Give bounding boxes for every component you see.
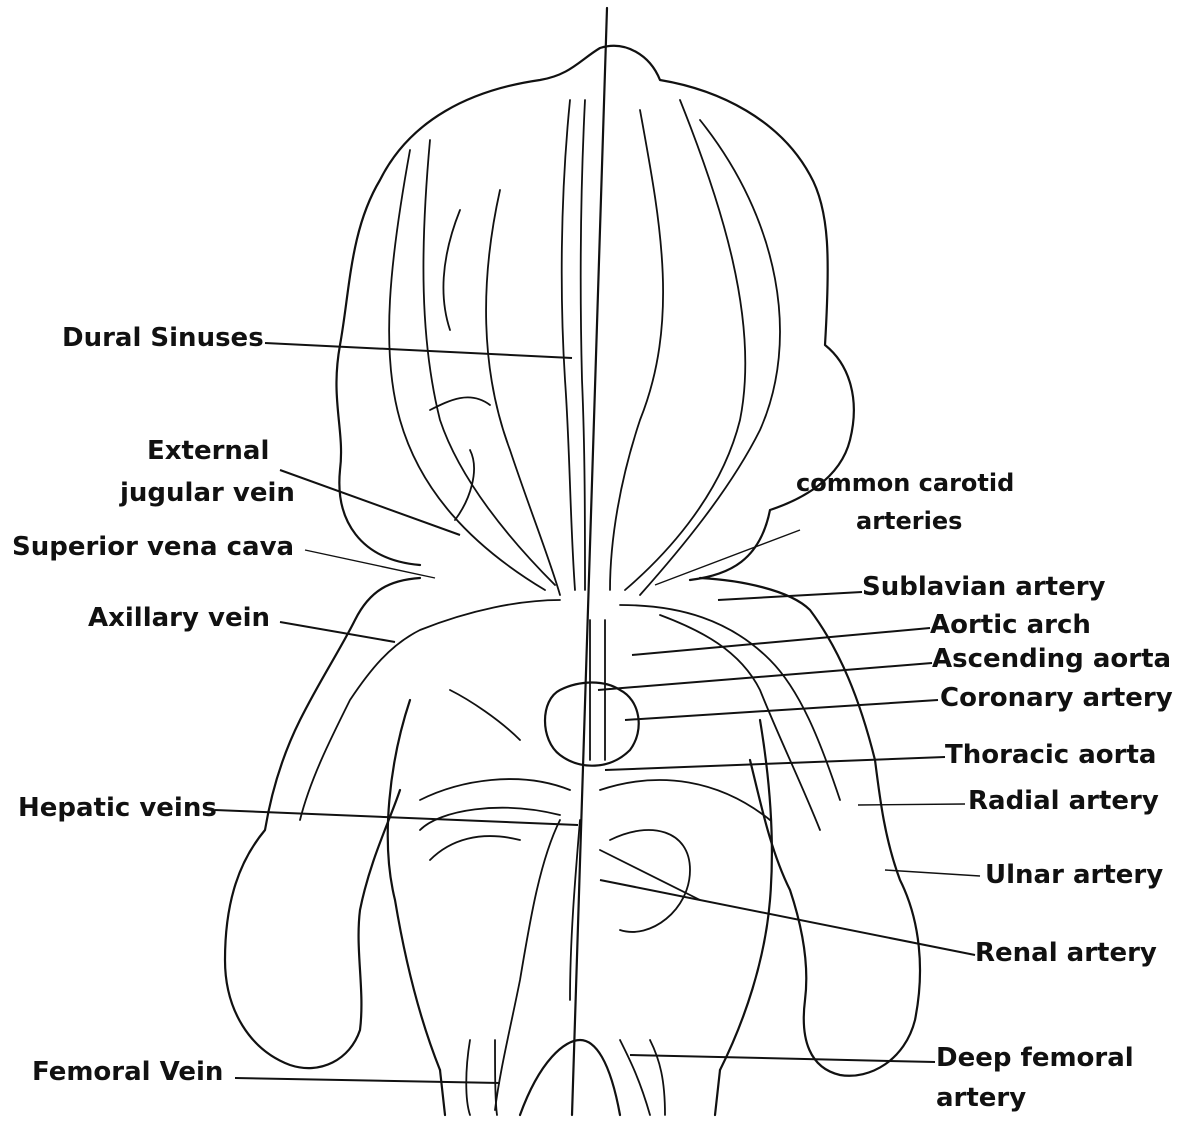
label-ulnar-artery: Ulnar artery [985, 860, 1163, 890]
leader-aortic-arch [632, 628, 930, 655]
leg-outline [440, 1040, 720, 1115]
label-radial-artery: Radial artery [968, 786, 1159, 816]
label-common-carotid-line2: arteries [856, 506, 962, 536]
label-external-jugular-line1: External [147, 436, 269, 466]
leader-radial-artery [858, 804, 965, 805]
label-common-carotid-line1: common carotid [796, 468, 1014, 498]
leader-dural-sinuses [265, 343, 572, 358]
label-hepatic-veins: Hepatic veins [18, 793, 217, 823]
head-outline [336, 46, 853, 580]
torso-outline [225, 578, 420, 1068]
leader-axillary-vein [280, 622, 395, 642]
heart [545, 683, 639, 766]
leader-renal-artery [600, 880, 975, 955]
leader-hepatic-veins [215, 810, 578, 825]
leader-thoracic-aorta [605, 757, 945, 770]
label-ascending-aorta: Ascending aorta [932, 644, 1171, 674]
leader-external-jugular [280, 470, 460, 535]
label-deep-femoral-line2: artery [936, 1083, 1026, 1113]
leader-coronary-artery [625, 700, 938, 720]
label-coronary-artery: Coronary artery [940, 683, 1173, 713]
leader-deep-femoral [630, 1055, 935, 1062]
midline [572, 8, 607, 1115]
label-axillary-vein: Axillary vein [88, 603, 270, 633]
abdomen-vessels [420, 779, 770, 1110]
label-external-jugular-line2: jugular vein [120, 478, 295, 508]
leader-subclavian [718, 592, 862, 600]
label-subclavian-artery: Sublavian artery [862, 572, 1105, 602]
label-superior-vena-cava: Superior vena cava [12, 532, 294, 562]
label-dural-sinuses: Dural Sinuses [62, 323, 264, 353]
label-renal-artery: Renal artery [975, 938, 1157, 968]
leg-vessels [466, 1040, 665, 1115]
label-thoracic-aorta: Thoracic aorta [945, 740, 1156, 770]
leader-lines [215, 343, 980, 1083]
torso-outline-right [700, 578, 920, 1076]
label-deep-femoral-line1: Deep femoral [936, 1043, 1134, 1073]
leader-femoral-vein [235, 1078, 500, 1083]
label-femoral-vein: Femoral Vein [32, 1057, 223, 1087]
leader-ascending-aorta [598, 663, 932, 690]
label-aortic-arch: Aortic arch [930, 610, 1091, 640]
head-vessels [389, 100, 780, 595]
